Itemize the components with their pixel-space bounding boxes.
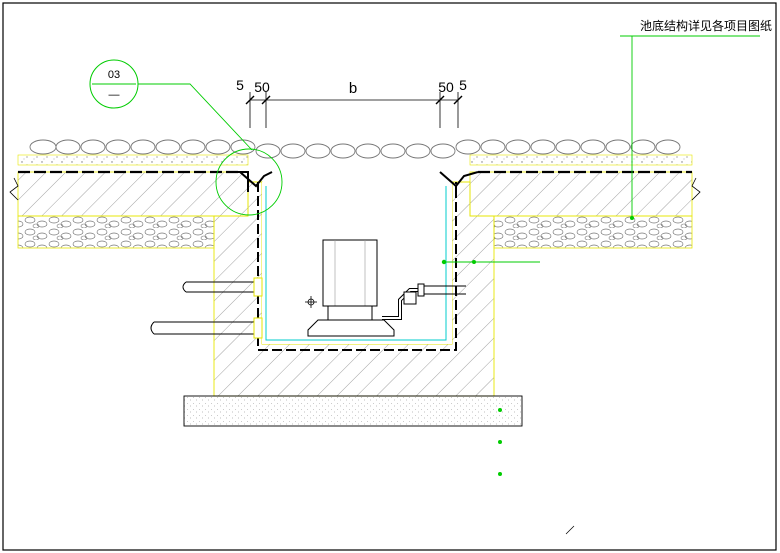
gravel-layer-left <box>17 215 215 249</box>
top-slab-right <box>469 171 693 217</box>
dim-left-inner: 50 <box>254 79 270 95</box>
leader-dots <box>441 216 634 476</box>
dim-right-inner: 50 <box>438 79 454 95</box>
stray-tick <box>565 525 575 535</box>
cobble-row <box>29 139 681 159</box>
callout-bottom-label: — <box>109 89 120 101</box>
leader-lines <box>138 35 760 263</box>
sand-layer-left <box>17 154 249 166</box>
detail-callout: 03 — <box>89 59 139 109</box>
pit-water-line <box>265 186 447 341</box>
top-slab-left <box>17 171 249 217</box>
callout-top-label: 03 <box>108 69 120 81</box>
detail-circle <box>215 148 283 216</box>
sand-layer-right <box>469 154 693 166</box>
break-mark-right <box>691 177 701 201</box>
inlet-pipe-upper <box>182 277 263 297</box>
joint-right <box>439 171 479 196</box>
structure-note: 池底结构详见各项目图纸 <box>640 18 772 33</box>
joint-left <box>232 171 273 192</box>
dim-left-outer: 5 <box>236 77 244 93</box>
dim-center: b <box>349 80 357 97</box>
break-mark-left <box>9 177 19 201</box>
pit-waterproof-lining <box>257 182 457 351</box>
inlet-pipe-lower <box>150 317 263 339</box>
submersible-pump <box>307 239 420 337</box>
crosshair-marker <box>305 296 317 308</box>
base-pad <box>183 395 523 427</box>
discharge-pipe <box>417 283 466 297</box>
gravel-layer-right <box>493 215 693 249</box>
dim-right-outer: 5 <box>459 77 467 93</box>
dimension-line <box>245 92 463 128</box>
